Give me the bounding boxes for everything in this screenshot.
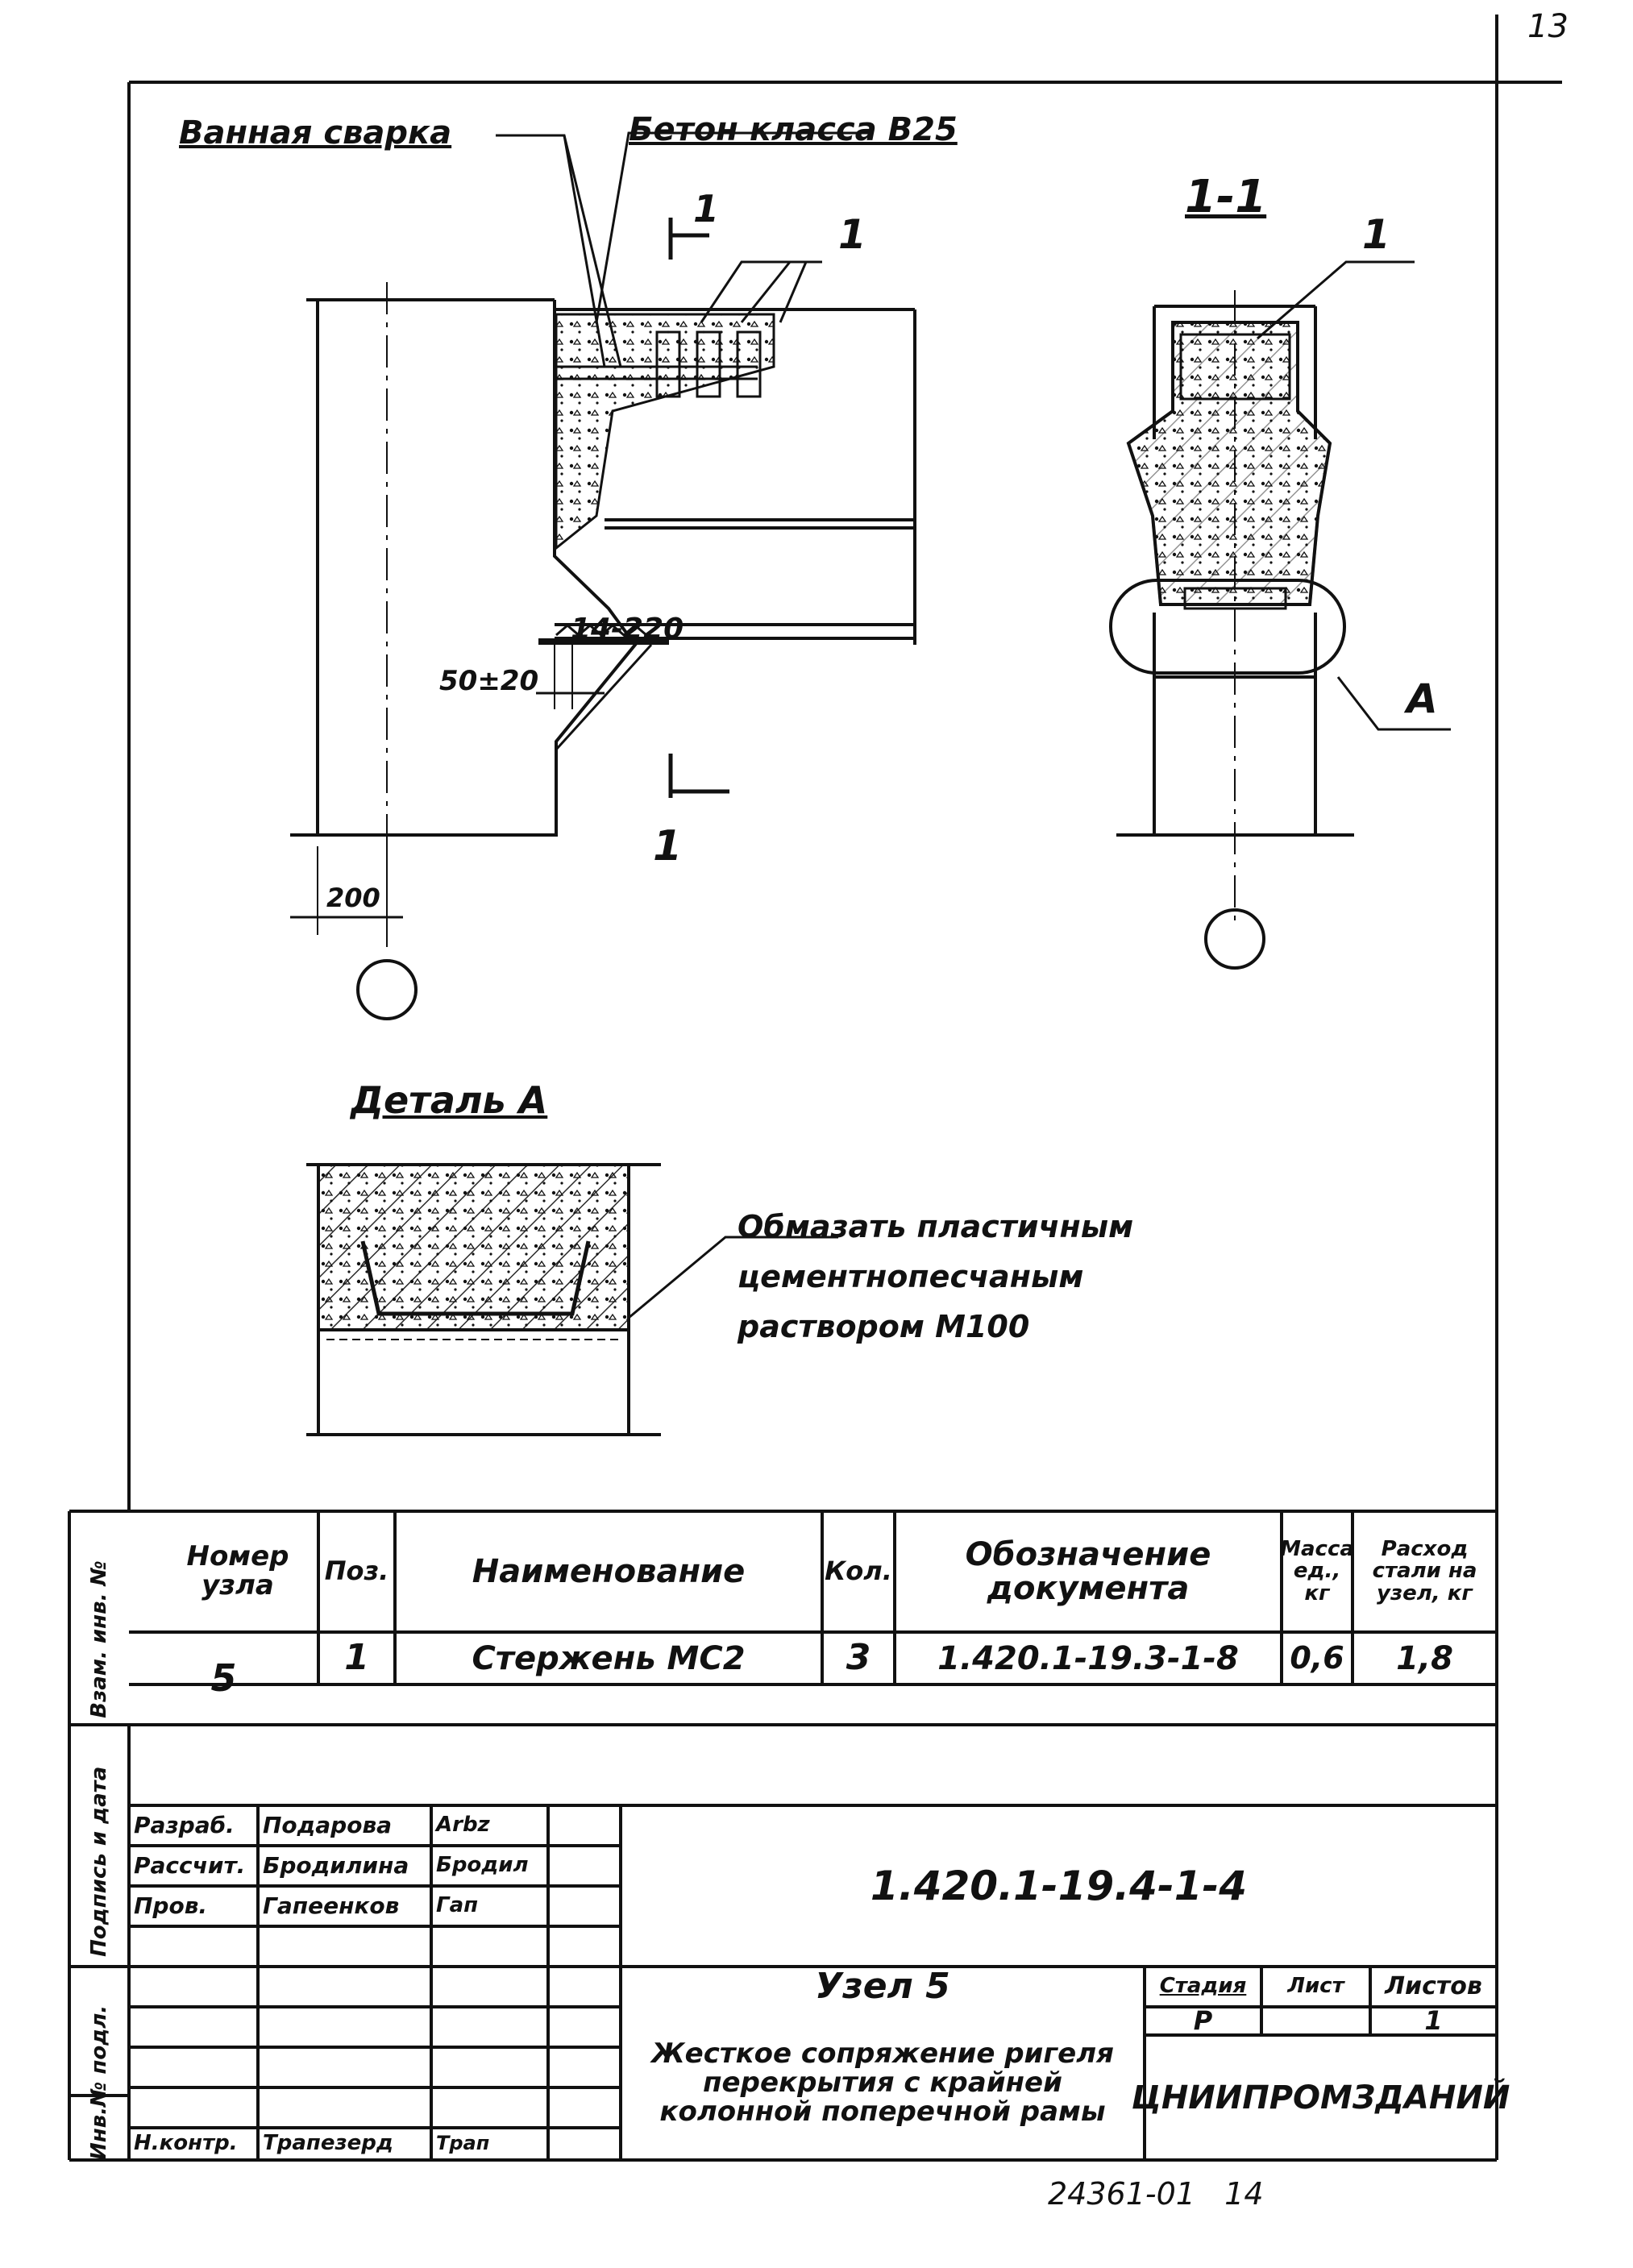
label-gap-dimension: 50±20 <box>439 665 539 697</box>
detail-note-line2: цементнопесчаным <box>738 1259 1084 1294</box>
detail-note-line1: Обмазать пластичным <box>738 1209 1134 1244</box>
node-description: Жесткое сопряжение ригеля перекрытия с к… <box>651 2037 1114 2128</box>
role-2: Рассчит. <box>134 1852 246 1880</box>
stage-header: Стадия <box>1159 1974 1247 1999</box>
role-1-name: Подарова <box>263 1812 393 1839</box>
page-number: 13 <box>1527 8 1569 45</box>
header-document: Обозначение документа <box>965 1536 1211 1607</box>
header-position: Поз. <box>324 1556 389 1587</box>
role-7-sign: Трап <box>436 2132 490 2155</box>
node-title: Узел 5 <box>815 1965 950 2007</box>
side-stamp-inventory: Инв.№ подл. <box>87 2004 111 2160</box>
stage-value: Р <box>1193 2004 1213 2036</box>
side-stamp: Инв.№ подл. Подпись и дата Взам. инв. № <box>69 1515 129 2160</box>
cell-node-number: 5 <box>210 1656 237 1701</box>
detail-note-line3: раствором М100 <box>738 1309 1030 1344</box>
label-detail-callout: А <box>1407 675 1438 722</box>
role-1-sign: Arbz <box>436 1813 490 1838</box>
detail-title: Деталь А <box>351 1078 548 1122</box>
cell-name: Стержень МС2 <box>472 1639 746 1677</box>
side-stamp-signature-date: Подпись и дата <box>87 1766 111 1957</box>
role-3-sign: Гап <box>436 1893 479 1918</box>
header-unit-mass: Масса ед., кг <box>1280 1537 1354 1605</box>
role-2-name: Бродилина <box>263 1852 409 1880</box>
bottom-number: 24361-01 14 <box>1048 2176 1264 2212</box>
header-qty: Кол. <box>825 1556 892 1587</box>
sheet-value <box>1261 2007 1370 2035</box>
label-cut-marker-bottom: 1 <box>653 822 683 870</box>
sheet-frame <box>69 15 1562 2162</box>
label-cut-marker-top: 1 <box>693 187 720 231</box>
cell-unit-mass: 0,6 <box>1290 1639 1344 1676</box>
header-name: Наименование <box>472 1553 746 1590</box>
label-section-title: 1-1 <box>1185 171 1267 223</box>
label-position-1: 1 <box>838 211 866 258</box>
role-2-sign: Бродил <box>436 1853 529 1878</box>
role-7: Н.контр. <box>134 2131 238 2156</box>
detail-a <box>306 1163 838 1436</box>
header-steel-consumption: Расход стали на узел, кг <box>1372 1537 1477 1605</box>
label-rebar-spacing: 14-220 <box>571 613 684 646</box>
role-7-name: Трапезерд <box>263 2131 393 2156</box>
document-code: 1.420.1-19.4-1-4 <box>870 1862 1248 1909</box>
cell-qty: 3 <box>846 1637 871 1679</box>
label-offset-dimension: 200 <box>326 883 380 913</box>
section-1-1 <box>1109 260 1451 970</box>
cell-steel-consumption: 1,8 <box>1396 1639 1453 1677</box>
sheets-header: Листов <box>1385 1972 1482 2001</box>
cell-document: 1.420.1-19.3-1-8 <box>937 1639 1239 1677</box>
sheets-value: 1 <box>1424 2004 1443 2036</box>
sheet-header: Лист <box>1287 1974 1344 1999</box>
side-stamp-replace-inventory: Взам. инв. № <box>87 1560 111 1718</box>
cell-position: 1 <box>344 1637 369 1679</box>
label-section-pos-1: 1 <box>1362 211 1390 258</box>
organization: ЦНИИПРОМЗДАНИЙ <box>1131 2079 1510 2116</box>
label-concrete-class: Бетон класса В25 <box>629 111 958 148</box>
role-3-name: Гапеенков <box>263 1892 400 1920</box>
table-grid <box>68 1510 1497 2160</box>
role-3: Пров. <box>134 1892 208 1920</box>
header-node-number: Номер узла <box>186 1540 289 1601</box>
column-elevation <box>290 131 916 1020</box>
label-bath-welding: Ванная сварка <box>179 114 452 152</box>
role-1: Разраб. <box>134 1812 235 1839</box>
